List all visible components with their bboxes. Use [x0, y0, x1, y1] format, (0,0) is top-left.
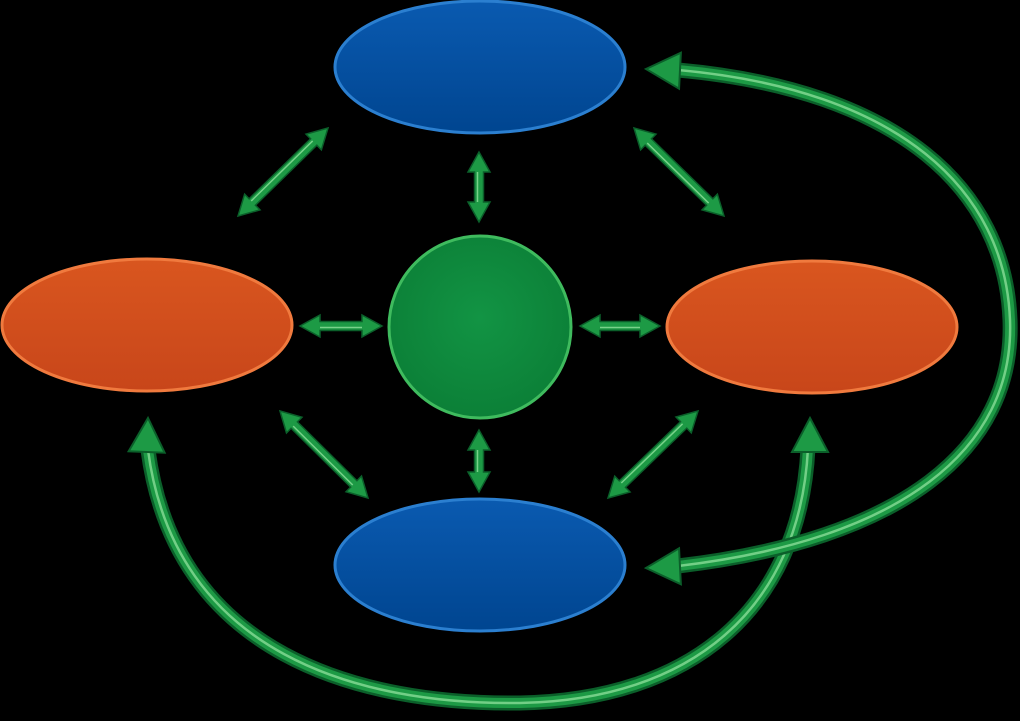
arrow-center-right-body	[578, 313, 662, 339]
arrow-bottom-right-highlight	[620, 423, 684, 484]
curved-arrows	[140, 62, 1018, 711]
arrow-center-left-body	[298, 313, 384, 339]
curve-head-at-left-node	[126, 415, 167, 454]
curve-head-at-right-node	[790, 415, 830, 453]
curve-bottom-to-top-highlight	[676, 68, 1012, 568]
node-bottom-blue-ellipse	[333, 497, 627, 633]
curve-head-at-bottom-node	[643, 546, 682, 586]
arrow-top-right	[632, 126, 726, 218]
arrow-center-bottom	[466, 428, 492, 494]
arrow-bottom-right	[606, 409, 700, 500]
node-center-green-circle	[387, 234, 573, 420]
arrow-bottom-right-body	[606, 409, 700, 500]
arrow-bottom-left-body	[278, 409, 370, 500]
node-left-orange-ellipse	[0, 257, 294, 393]
arrow-top-left-body	[236, 126, 330, 218]
arrow-top-left-highlight	[250, 140, 314, 202]
arrow-bottom-left-highlight	[292, 425, 354, 486]
nodes	[0, 0, 959, 633]
node-right-orange-ellipse	[665, 259, 959, 395]
arrow-top-right-body	[632, 126, 726, 218]
curved-arrow-heads	[126, 51, 830, 586]
arrow-center-left	[298, 313, 384, 339]
straight-arrows	[236, 126, 726, 500]
curve-left-to-right-highlight	[146, 446, 810, 705]
arrow-bottom-left	[278, 409, 370, 500]
arrow-center-right	[578, 313, 662, 339]
arrow-center-bottom-body	[466, 428, 492, 494]
curve-head-at-top-node	[643, 51, 682, 91]
arrow-center-top-body	[466, 150, 492, 224]
arrow-center-top	[466, 150, 492, 224]
arrow-top-right-highlight	[646, 142, 710, 204]
node-top-blue-ellipse	[333, 0, 627, 135]
arrow-top-left	[236, 126, 330, 218]
